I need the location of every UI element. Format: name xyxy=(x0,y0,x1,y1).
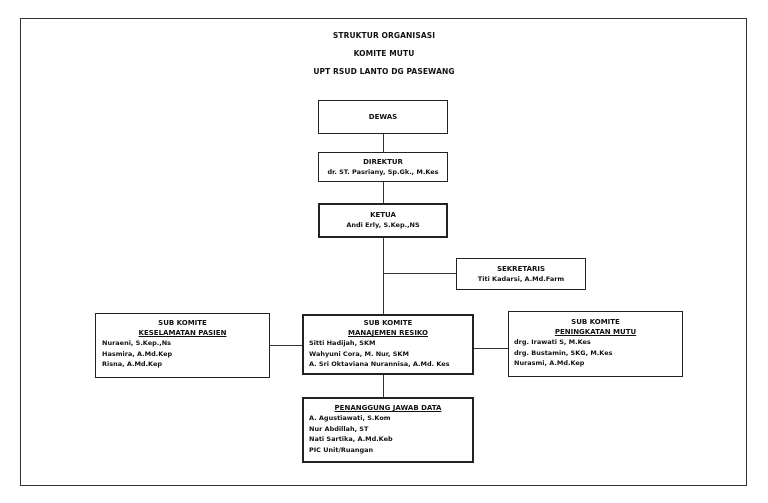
connector-penanggung xyxy=(383,375,384,397)
connector-keselamatan xyxy=(270,345,302,346)
member-item: drg. Bustamin, SKG, M.Kes xyxy=(514,348,613,357)
node-ketua-title: KETUA xyxy=(370,211,396,220)
member-item: Hasmira, A.Md.Kep xyxy=(102,349,173,358)
node-manajemen-title: SUB KOMITE xyxy=(363,319,413,327)
member-item: Nurasmi, A.Md.Kep xyxy=(514,359,585,367)
node-dewas: DEWAS xyxy=(318,100,448,134)
node-keselamatan-title: SUB KOMITE xyxy=(158,319,207,327)
node-peningkatan-mutu: SUB KOMITE PENINGKATAN MUTU drg. Irawati… xyxy=(508,311,683,377)
node-ketua: KETUA Andi Erly, S.Kep.,NS xyxy=(318,203,448,238)
member-item: PIC Unit/Ruangan xyxy=(309,445,374,454)
member-item: Wahyuni Cora, M. Nur, SKM xyxy=(309,349,409,358)
node-direktur-name: dr. ST. Pasriany, Sp.Gk., M.Kes xyxy=(327,167,439,176)
member-item: drg. Irawati S, M.Kes xyxy=(514,338,591,346)
member-item: Sitti Hadijah, SKM xyxy=(309,339,376,347)
node-sekretaris-name: Titi Kadarsi, A.Md.Farm xyxy=(477,274,565,283)
member-item: A. Sri Oktaviana Nurannisa, A.Md. Kes xyxy=(309,360,450,368)
header-line-3: UPT RSUD LANTO DG PASEWANG xyxy=(313,67,455,76)
member-item: Nati Sartika, A.Md.Keb xyxy=(309,435,393,443)
connector-dewas-direktur xyxy=(383,134,384,152)
header-line-2: KOMITE MUTU xyxy=(353,49,415,58)
member-item: Nuraeni, S.Kep.,Ns xyxy=(102,339,172,347)
node-keselamatan-subtitle: KESELAMATAN PASIEN xyxy=(138,329,227,337)
node-ketua-name: Andi Erly, S.Kep.,NS xyxy=(346,221,420,230)
node-peningkatan-title: SUB KOMITE xyxy=(571,318,620,326)
member-item: Risna, A.Md.Kep xyxy=(102,360,163,368)
node-direktur-title: DIREKTUR xyxy=(363,157,403,166)
node-direktur: DIREKTUR dr. ST. Pasriany, Sp.Gk., M.Kes xyxy=(318,152,448,182)
connector-ketua-subkomite xyxy=(383,238,384,314)
connector-sekretaris xyxy=(383,273,456,274)
chart-frame xyxy=(20,18,747,486)
node-sekretaris-title: SEKRETARIS xyxy=(496,264,546,273)
node-manajemen-subtitle: MANAJEMEN RESIKO xyxy=(348,329,428,337)
node-manajemen-resiko: SUB KOMITE MANAJEMEN RESIKO Sitti Hadija… xyxy=(302,314,474,375)
header-line-1: STRUKTUR ORGANISASI xyxy=(332,31,436,40)
node-keselamatan-pasien: SUB KOMITE KESELAMATAN PASIEN Nuraeni, S… xyxy=(95,313,270,378)
member-item: Nur Abdillah, ST xyxy=(309,424,369,433)
node-penanggung-title: PENANGGUNG JAWAB DATA xyxy=(334,404,442,412)
node-sekretaris: SEKRETARIS Titi Kadarsi, A.Md.Farm xyxy=(456,258,586,290)
node-peningkatan-subtitle: PENINGKATAN MUTU xyxy=(554,328,637,336)
connector-peningkatan xyxy=(474,348,508,349)
connector-direktur-ketua xyxy=(383,182,384,203)
node-penanggung-jawab-data: PENANGGUNG JAWAB DATA A. Agustiawati, S.… xyxy=(302,397,474,463)
member-item: A. Agustiawati, S.Kom xyxy=(309,414,391,422)
node-dewas-title: DEWAS xyxy=(368,113,398,121)
